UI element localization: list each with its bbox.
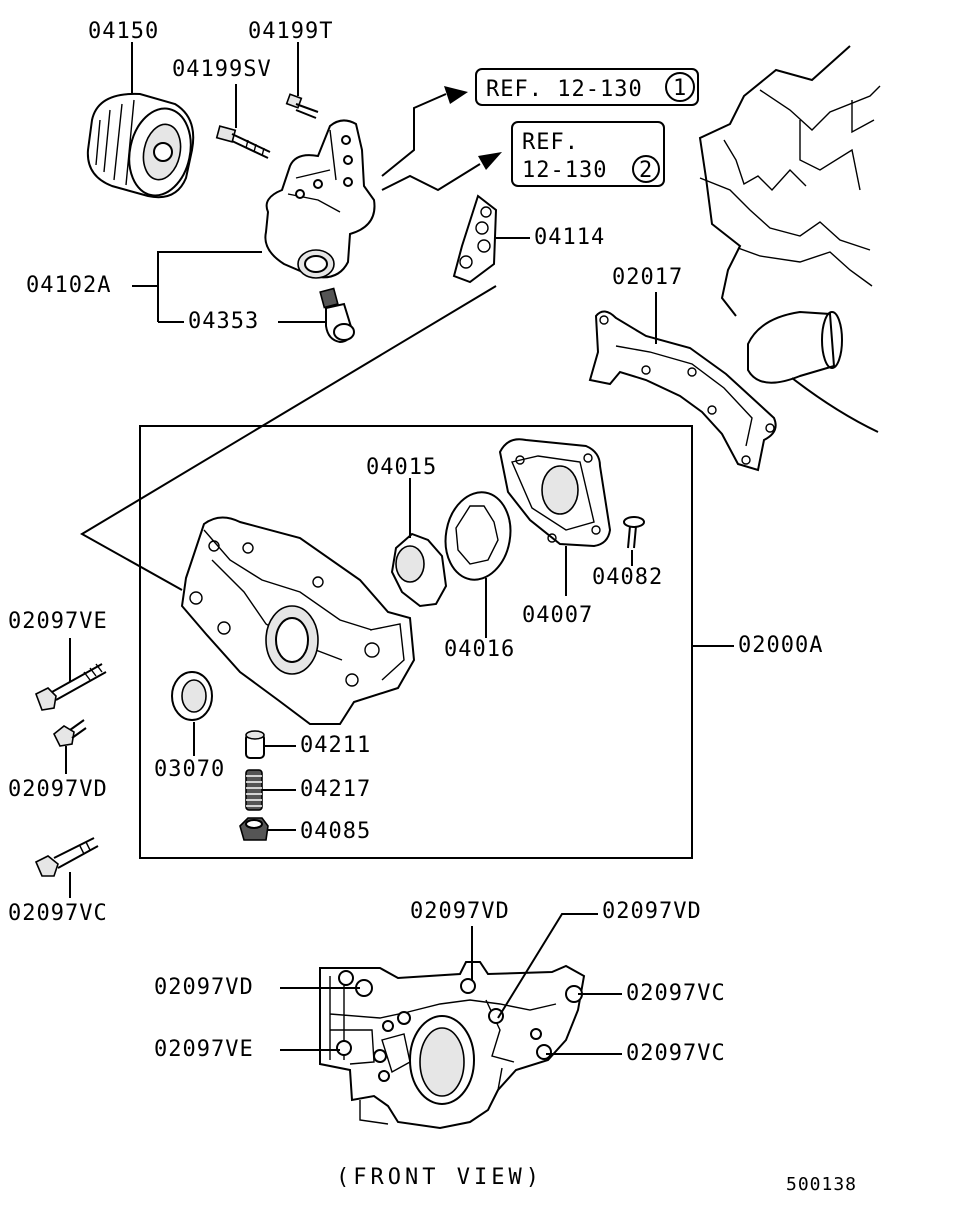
front-label-top-right: 02097VD [602, 899, 702, 924]
bolt-02097vc[interactable] [34, 837, 99, 877]
ref1-arrow-icon [444, 86, 468, 104]
relief-spring[interactable] [245, 769, 263, 811]
label-gasket-02017: 02017 [612, 265, 683, 290]
front-label-right-upper: 02097VC [626, 981, 726, 1006]
ref2-number: 2 [639, 158, 653, 183]
front-label-left-lower: 02097VE [154, 1037, 254, 1062]
oil-pressure-switch[interactable] [319, 287, 355, 344]
label-bolt-04199sv: 04199SV [172, 57, 272, 82]
engine-block-outline [698, 45, 881, 433]
label-oil-seal: 03070 [154, 757, 225, 782]
label-plunger: 04211 [300, 733, 371, 758]
label-pump-assy: 02000A [738, 633, 823, 658]
label-plug: 04085 [300, 819, 371, 844]
label-bolt-vc: 02097VC [8, 901, 108, 926]
front-view-title: (FRONT VIEW) [336, 1165, 543, 1190]
label-bolt-04199t: 04199T [248, 19, 333, 44]
label-bolt-vd: 02097VD [8, 777, 108, 802]
bolt-04199t[interactable] [285, 93, 319, 119]
relief-plug[interactable] [239, 817, 269, 841]
bolt-04199sv[interactable] [215, 125, 271, 159]
oil-pump-case[interactable] [180, 516, 416, 725]
ref2-line1: REF. [522, 130, 579, 155]
bolt-02097ve[interactable] [34, 663, 107, 711]
label-bolt-ve: 02097VE [8, 609, 108, 634]
oil-filter-bracket[interactable] [264, 119, 376, 279]
front-view-case [319, 961, 586, 1130]
front-label-right-lower: 02097VC [626, 1041, 726, 1066]
oil-filter[interactable] [86, 92, 199, 201]
pump-cover-plate[interactable] [498, 438, 612, 548]
relief-plunger[interactable] [245, 730, 265, 759]
label-outer-rotor: 04016 [444, 637, 515, 662]
ref2-line2: 12-130 [522, 158, 607, 183]
label-switch: 04353 [188, 309, 259, 334]
gasket-02017[interactable] [588, 310, 777, 472]
screw-04082[interactable] [623, 516, 645, 549]
ref1-number: 1 [673, 76, 687, 101]
ref2-arrow-icon [478, 152, 502, 170]
ref-box-1[interactable]: REF. 12-130 1 [475, 68, 699, 106]
inner-rotor[interactable] [390, 532, 448, 608]
label-inner-rotor: 04015 [366, 455, 437, 480]
label-cover-plate: 04007 [522, 603, 593, 628]
gasket-04114[interactable] [452, 194, 498, 284]
ref-box-2[interactable]: REF. 12-130 2 [511, 121, 665, 187]
figure-code: 500138 [786, 1174, 857, 1195]
label-oil-filter: 04150 [88, 19, 159, 44]
bolt-02097vd[interactable] [52, 719, 87, 747]
ref1-text: REF. 12-130 [486, 77, 643, 102]
label-gasket-04114: 04114 [534, 225, 605, 250]
pump-assembly-box [139, 425, 693, 859]
label-bracket: 04102A [26, 273, 111, 298]
label-screw-04082: 04082 [592, 565, 663, 590]
outer-rotor[interactable] [439, 487, 517, 585]
oil-seal[interactable] [171, 671, 213, 721]
label-spring: 04217 [300, 777, 371, 802]
front-label-left-upper: 02097VD [154, 975, 254, 1000]
front-label-top-left: 02097VD [410, 899, 510, 924]
